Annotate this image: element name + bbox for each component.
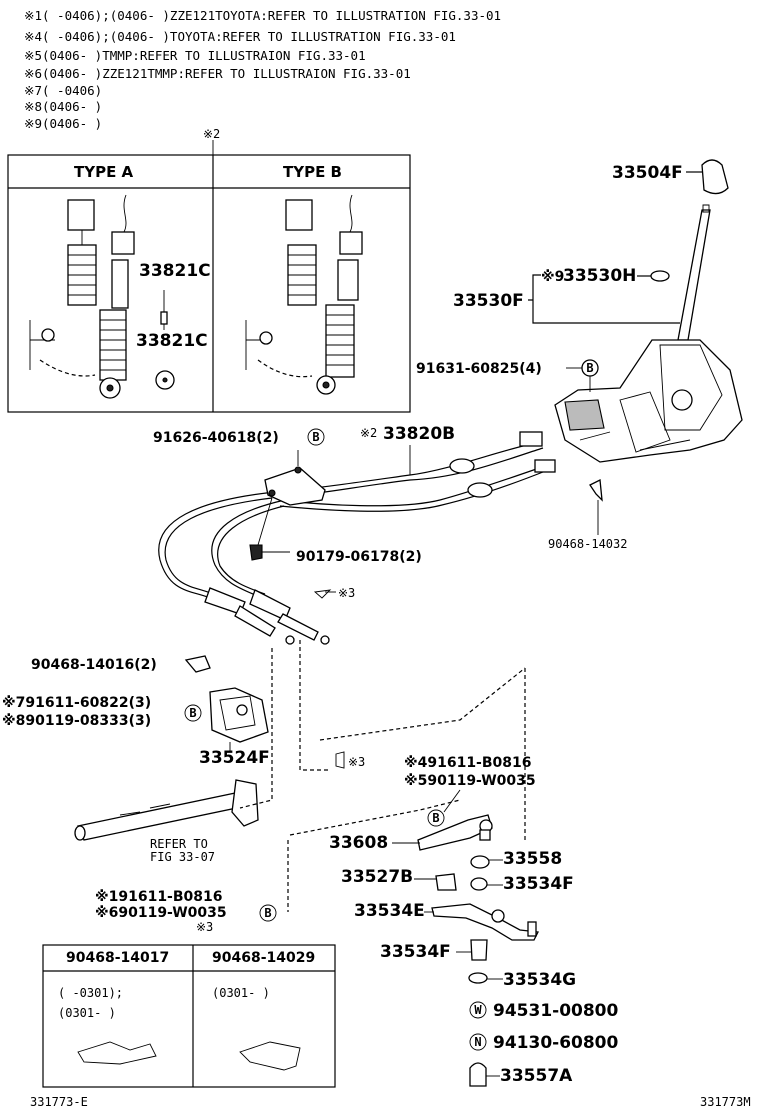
boot-note: ※9 [541, 269, 564, 285]
housing-bolt-label: 91631-60825(4) [416, 361, 542, 377]
shift-lever-assembly [528, 159, 743, 535]
footer-left-code: 331773-E [30, 1095, 88, 1109]
knob-label: 33504F [612, 163, 683, 183]
bolt-5-label: ※590119-W0035 [404, 773, 536, 789]
cap-label: 33557A [500, 1066, 573, 1086]
nut-part-number: 94130-60800 [493, 1033, 619, 1053]
bolt-4-label: ※491611-B0816 [404, 755, 532, 771]
bolt-8-label: ※890119-08333(3) [2, 713, 151, 729]
clip-col2-range: (0301- ) [212, 986, 270, 1000]
mark3-a: ※3 [338, 586, 355, 600]
washer-part-number: 94531-00800 [493, 1001, 619, 1021]
note-1: ※1( -0406);(0406- )ZZE121TOYOTA:REFER TO… [24, 8, 501, 23]
refer-line-2: FIG 33-07 [150, 850, 215, 864]
shift-lever-shape [431, 903, 539, 941]
type-box-ref-mark: ※2 [203, 127, 220, 141]
refer-line-1: REFER TO [150, 837, 208, 851]
shift-lever-label: 33534E [354, 901, 425, 921]
clip-table [42, 944, 336, 1088]
bolt-6-label: ※690119-W0035 [95, 905, 227, 921]
bushing-lower-label: 33821C [136, 331, 208, 351]
type-b-cable-end [245, 194, 363, 395]
knob-shape [701, 159, 729, 195]
bushing-upper-label: 33821C [139, 261, 211, 281]
clip-table-col1-heading: 90468-14017 [66, 950, 169, 966]
note-6: ※6(0406- )ZZE121TMMP:REFER TO ILLUSTRAIO… [24, 66, 411, 81]
cable-bolt-b: B [312, 430, 319, 444]
footer-right-code: 331773M [700, 1095, 751, 1109]
clip-col1-range-2: (0301- ) [58, 1006, 116, 1020]
lower-linkage [287, 667, 539, 1087]
note-5: ※5(0406- )TMMP:REFER TO ILLUSTRAION FIG.… [24, 48, 366, 63]
control-lever-label: 33608 [329, 833, 388, 853]
boot-label: 33530H [563, 266, 636, 286]
bolt-7-label: ※791611-60822(3) [2, 695, 151, 711]
clip-col1-range-1: ( -0301); [58, 986, 123, 1000]
type-a-cable-end [29, 194, 175, 399]
type-a-heading: TYPE A [74, 163, 134, 181]
lever-b: B [432, 811, 439, 825]
cable-note: ※2 [360, 426, 377, 440]
washer-label: 33534G [503, 970, 576, 990]
trans-lever-rod [77, 791, 247, 841]
mark3-c: ※3 [196, 920, 213, 934]
cable-label: 33820B [383, 424, 455, 444]
mark3-b: ※3 [348, 755, 365, 769]
collar-label: 33534F [380, 942, 451, 962]
nut-n: N [474, 1035, 481, 1049]
clip-table-col2-heading: 90468-14029 [212, 950, 315, 966]
lower-b: B [264, 906, 271, 920]
bush-33558-label: 33558 [503, 849, 562, 869]
housing-bolt-b: B [586, 361, 593, 375]
type-box: ※2 TYPE A TYPE B 33821C [7, 127, 411, 413]
nut-label: 90179-06178(2) [296, 549, 422, 565]
type-box-frame [7, 154, 411, 413]
note-9: ※9(0406- ) [24, 116, 102, 131]
note-7: ※7( -0406) [24, 83, 102, 98]
cable-bolt-label: 91626-40618(2) [153, 430, 279, 446]
shift-cables [158, 431, 556, 645]
bracket-label: 33524F [199, 748, 270, 768]
lever-label: 33530F [453, 291, 524, 311]
bolt-1-label: ※191611-B0816 [95, 889, 223, 905]
bush-33534f-label: 33534F [503, 874, 574, 894]
header-notes: ※1( -0406);(0406- )ZZE121TOYOTA:REFER TO… [24, 8, 501, 131]
type-b-heading: TYPE B [283, 163, 342, 181]
clip-left-label: 90468-14016(2) [31, 657, 157, 673]
bush-33527b-label: 33527B [341, 867, 413, 887]
washer-w: W [474, 1003, 482, 1017]
note-8: ※8(0406- ) [24, 99, 102, 114]
lever-housing [554, 339, 743, 463]
cable-bracket-assembly [74, 640, 330, 841]
clip-right-label: 90468-14032 [548, 537, 627, 551]
note-4: ※4( -0406);(0406- )TOYOTA:REFER TO ILLUS… [24, 29, 456, 44]
bracket-b: B [189, 706, 196, 720]
